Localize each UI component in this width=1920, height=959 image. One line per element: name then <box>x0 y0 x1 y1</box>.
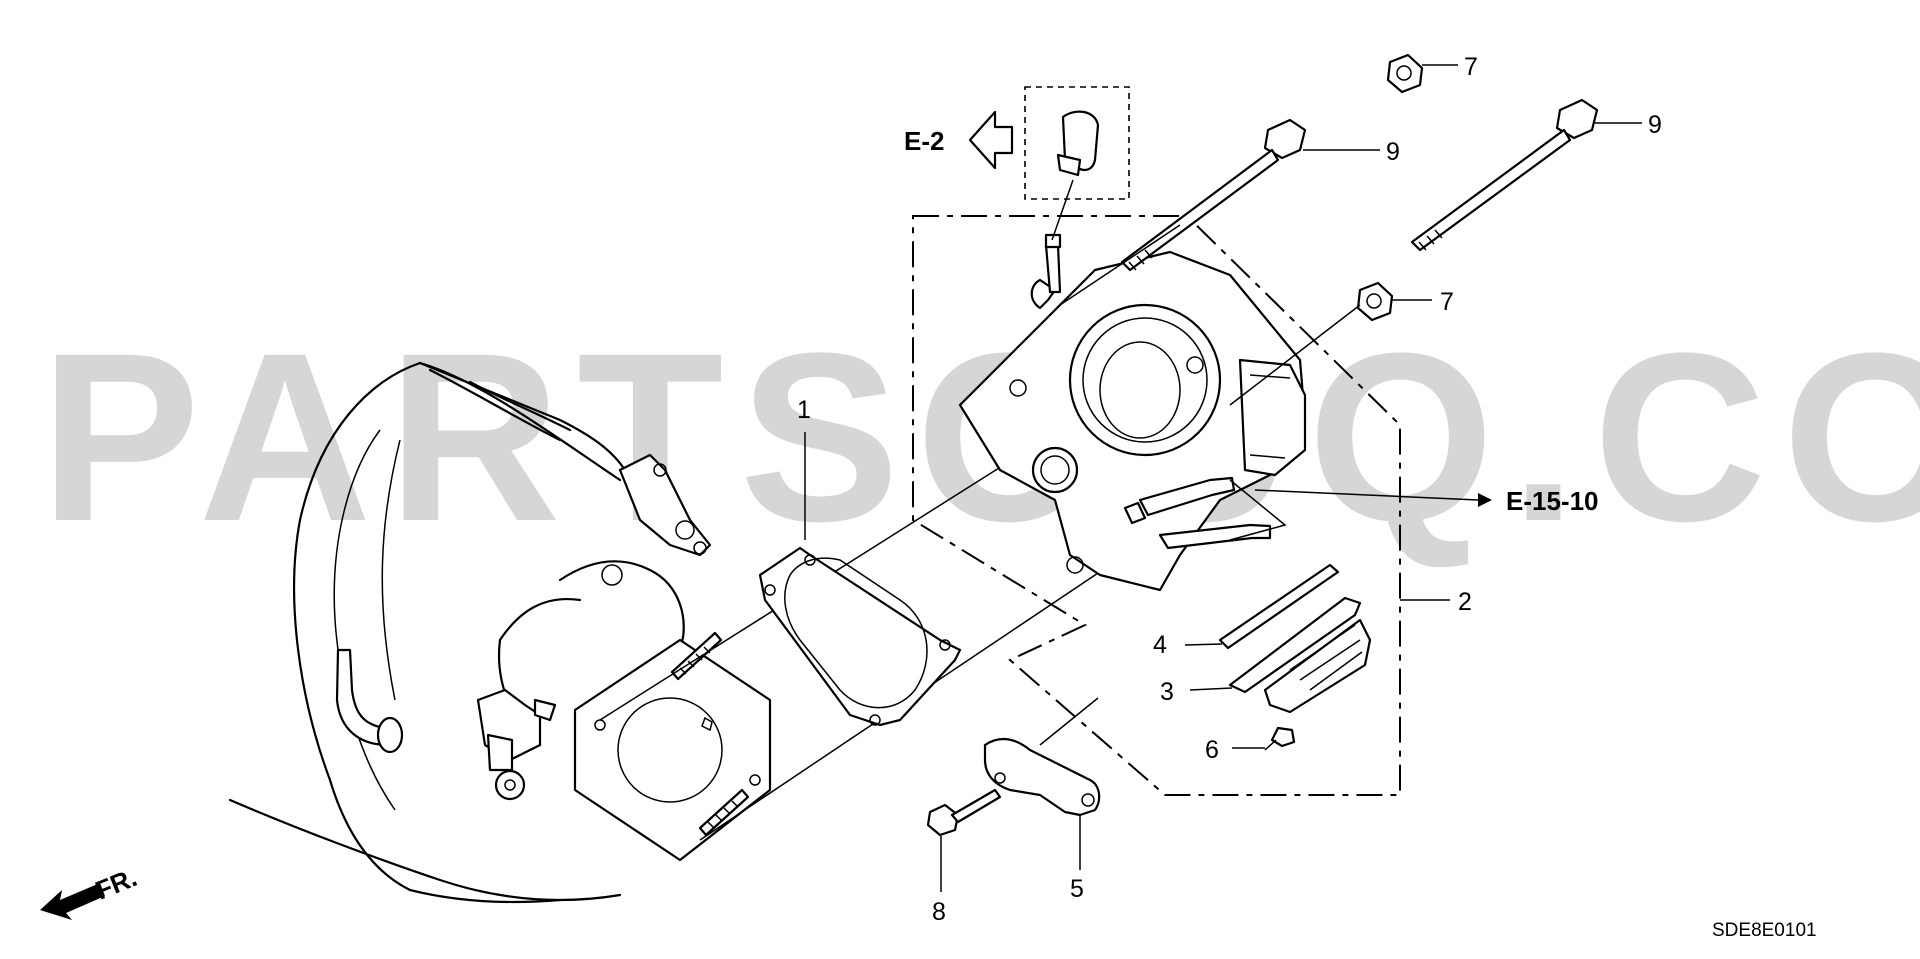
throttle-body-gasket <box>758 546 962 727</box>
callout-4: 4 <box>1153 631 1167 659</box>
bracket <box>983 737 1101 817</box>
callout-7-upper: 7 <box>1464 53 1478 81</box>
front-marker: FR. <box>91 862 141 906</box>
seal-ring <box>1218 563 1340 650</box>
arrow-e1510-icon <box>1478 493 1492 507</box>
throttle-cover <box>1228 596 1372 714</box>
hose-detail <box>1056 110 1100 177</box>
ref-e2[interactable]: E-2 <box>904 126 944 156</box>
callout-1: 1 <box>797 396 811 424</box>
callout-8: 8 <box>932 898 946 926</box>
screw <box>1264 726 1296 751</box>
ref-e15-10[interactable]: E-15-10 <box>1506 486 1599 516</box>
callout-5: 5 <box>1070 875 1084 903</box>
assembly-boundary <box>912 215 1401 796</box>
flange-nut-upper <box>1386 53 1424 94</box>
callout-6: 6 <box>1205 736 1219 764</box>
detail-box <box>1024 86 1130 200</box>
throttle-body <box>958 233 1307 592</box>
bracket-bolt <box>926 788 1002 837</box>
callout-2: 2 <box>1458 588 1472 616</box>
callout-9-right: 9 <box>1648 111 1662 139</box>
callout-3: 3 <box>1160 678 1174 706</box>
flange-bolt-left <box>1120 118 1307 272</box>
callout-9-left: 9 <box>1386 138 1400 166</box>
flange-bolt-right <box>1410 98 1599 252</box>
flange-nut-lower <box>1356 281 1394 322</box>
arrow-e2-icon <box>968 110 1014 170</box>
callout-7-lower: 7 <box>1440 288 1454 316</box>
intake-manifold <box>228 361 772 904</box>
front-arrow-icon <box>40 883 105 920</box>
drawing-code: SDE8E0101 <box>1712 920 1817 941</box>
